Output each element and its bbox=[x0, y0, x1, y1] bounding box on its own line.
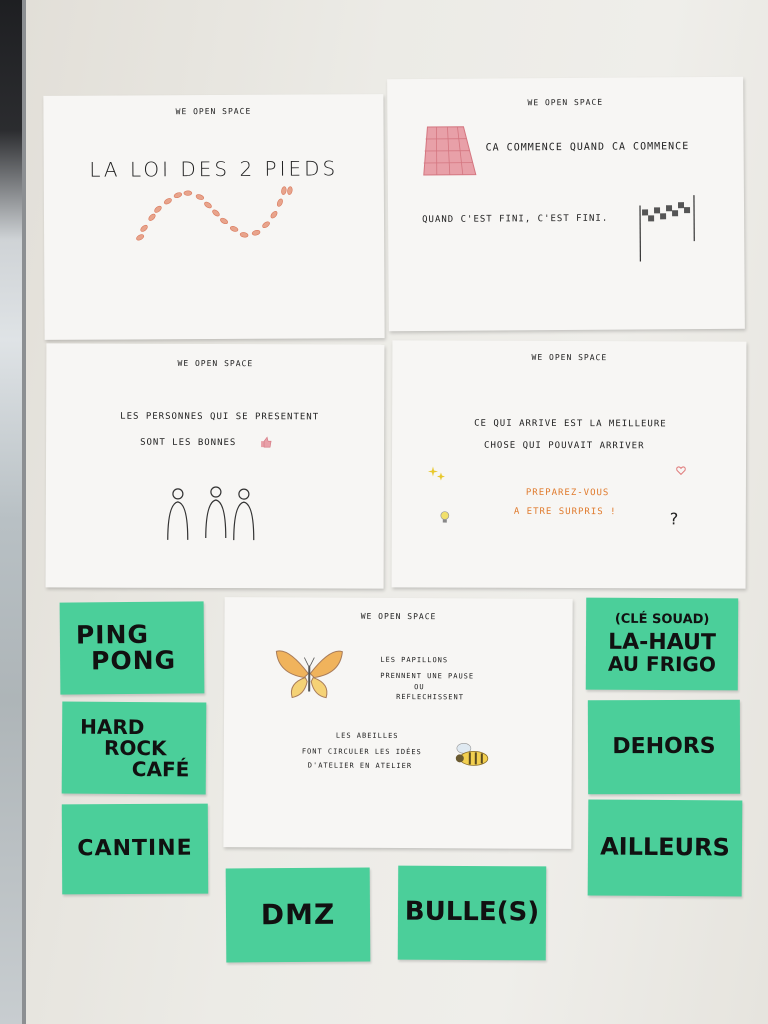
sheet-butterflies-bees: WE OPEN SPACE LES PAPILLONS PRENNENT UNE… bbox=[223, 597, 573, 849]
sheet-two-feet-law: WE OPEN SPACE LA LOI DES 2 PIEDS bbox=[43, 94, 385, 340]
sticky-note-hard-rock-cafe: HARD ROCK CAFÉ bbox=[61, 701, 207, 795]
sparkles-icon bbox=[427, 466, 445, 481]
note-line: DEHORS bbox=[612, 734, 716, 760]
thumbs-up-icon bbox=[261, 436, 272, 448]
sticky-note-dmz: DMZ bbox=[225, 867, 371, 963]
sticky-note-ping-pong: PING PONG bbox=[59, 601, 205, 695]
sheet-line-4: REFLECHISSENT bbox=[396, 692, 464, 702]
note-line: LA-HAUT bbox=[608, 629, 716, 656]
note-line: HARD bbox=[80, 714, 145, 739]
sheet-line-3: OU bbox=[414, 683, 425, 692]
sheet-brand: WE OPEN SPACE bbox=[360, 611, 437, 622]
sheet-brand: WE OPEN SPACE bbox=[177, 358, 254, 369]
bee-icon bbox=[455, 743, 489, 766]
lightbulb-icon bbox=[440, 511, 450, 523]
sheet-line-5: LES ABEILLES bbox=[335, 731, 399, 741]
sheet-line-1: LES PAPILLONS bbox=[380, 655, 449, 665]
sticky-note-ailleurs: AILLEURS bbox=[587, 799, 743, 897]
note-caption: (CLÉ SOUAD) bbox=[614, 611, 710, 628]
note-line: PONG bbox=[90, 645, 177, 676]
sticky-note-dehors: DEHORS bbox=[587, 699, 741, 795]
sticky-note-la-haut-au-frigo: (CLÉ SOUAD) LA-HAUT AU FRIGO bbox=[585, 597, 739, 691]
sheet-line-7: D'ATELIER EN ATELIER bbox=[307, 761, 413, 771]
note-line: BULLE(S) bbox=[404, 896, 540, 928]
note-line: PING bbox=[75, 619, 150, 650]
sheet-people-who-come: WE OPEN SPACE LES PERSONNES QUI SE PRESE… bbox=[45, 343, 385, 589]
sheet-line-2: PRENNENT UNE PAUSE bbox=[380, 671, 475, 681]
people-icon bbox=[167, 486, 255, 541]
sheet-line-3: PREPAREZ-VOUS bbox=[525, 487, 610, 499]
question-mark-icon: ? bbox=[669, 509, 680, 529]
sheet-starts-when-it-starts: WE OPEN SPACE CA COMMENCE QUAND CA COMME… bbox=[387, 76, 745, 332]
note-line: ROCK bbox=[103, 735, 167, 760]
sheet-brand: WE OPEN SPACE bbox=[531, 352, 608, 363]
sheet-line-6: FONT CIRCULER LES IDÉES bbox=[301, 747, 422, 757]
sheet-line-2: CHOSE QUI POUVAIT ARRIVER bbox=[484, 440, 645, 452]
clock-grid-icon bbox=[423, 126, 477, 176]
sheet-line-1: LES PERSONNES QUI SE PRESENTENT bbox=[120, 411, 320, 423]
sticky-note-bulles: BULLE(S) bbox=[397, 865, 547, 961]
sticky-note-cantine: CANTINE bbox=[61, 803, 209, 895]
note-line: AU FRIGO bbox=[607, 651, 716, 677]
note-line: CAFÉ bbox=[131, 756, 190, 781]
sheet-line-4: A ETRE SURPRIS ! bbox=[513, 506, 617, 518]
window-edge bbox=[0, 0, 26, 1024]
sheet-line-1: CE QUI ARRIVE EST LA MEILLEURE bbox=[474, 418, 667, 430]
sheet-brand: WE OPEN SPACE bbox=[527, 97, 604, 108]
butterfly-icon bbox=[275, 650, 343, 699]
checkered-flag-icon bbox=[639, 195, 695, 262]
sheet-whatever-happens: WE OPEN SPACE CE QUI ARRIVE EST LA MEILL… bbox=[391, 340, 747, 589]
sheet-line-2: QUAND C'EST FINI, C'EST FINI. bbox=[422, 213, 609, 226]
note-line: CANTINE bbox=[77, 836, 193, 862]
sheet-line-2: SONT LES BONNES bbox=[140, 437, 237, 449]
sheet-line-1: CA COMMENCE QUAND CA COMMENCE bbox=[485, 141, 690, 154]
note-line: DMZ bbox=[260, 898, 336, 932]
footprints-icon bbox=[136, 186, 293, 241]
heart-icon bbox=[676, 466, 686, 476]
note-line: AILLEURS bbox=[600, 832, 730, 862]
